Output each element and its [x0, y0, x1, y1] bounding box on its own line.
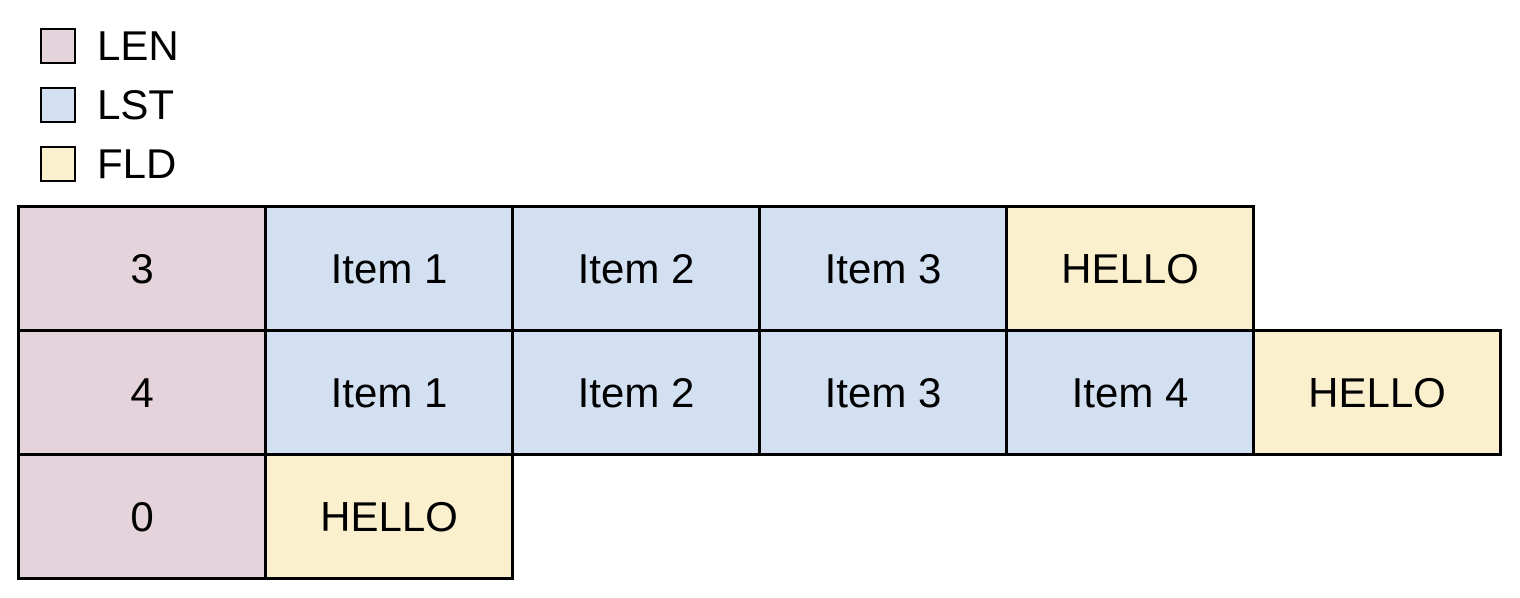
- fld-cell: HELLO: [1005, 205, 1255, 332]
- fld-color-swatch: [40, 146, 76, 182]
- lst-cell: Item 3: [758, 205, 1008, 332]
- lst-cell: Item 4: [1005, 329, 1255, 456]
- len-cell: 0: [17, 453, 267, 580]
- legend-item-fld: FLD: [40, 143, 179, 185]
- legend-item-len: LEN: [40, 25, 179, 67]
- lst-color-swatch: [40, 87, 76, 123]
- lst-cell: Item 1: [264, 205, 514, 332]
- lst-cell: Item 2: [511, 329, 761, 456]
- legend-label-fld: FLD: [97, 140, 177, 187]
- legend: LEN LST FLD: [40, 25, 179, 185]
- fld-cell: HELLO: [1252, 329, 1502, 456]
- legend-item-lst: LST: [40, 84, 179, 126]
- len-cell: 3: [17, 205, 267, 332]
- lst-cell: Item 1: [264, 329, 514, 456]
- lst-cell: Item 2: [511, 205, 761, 332]
- legend-label-lst: LST: [97, 81, 175, 128]
- len-cell: 4: [17, 329, 267, 456]
- legend-label-len: LEN: [97, 22, 179, 69]
- len-color-swatch: [40, 28, 76, 64]
- lst-cell: Item 3: [758, 329, 1008, 456]
- fld-cell: HELLO: [264, 453, 514, 580]
